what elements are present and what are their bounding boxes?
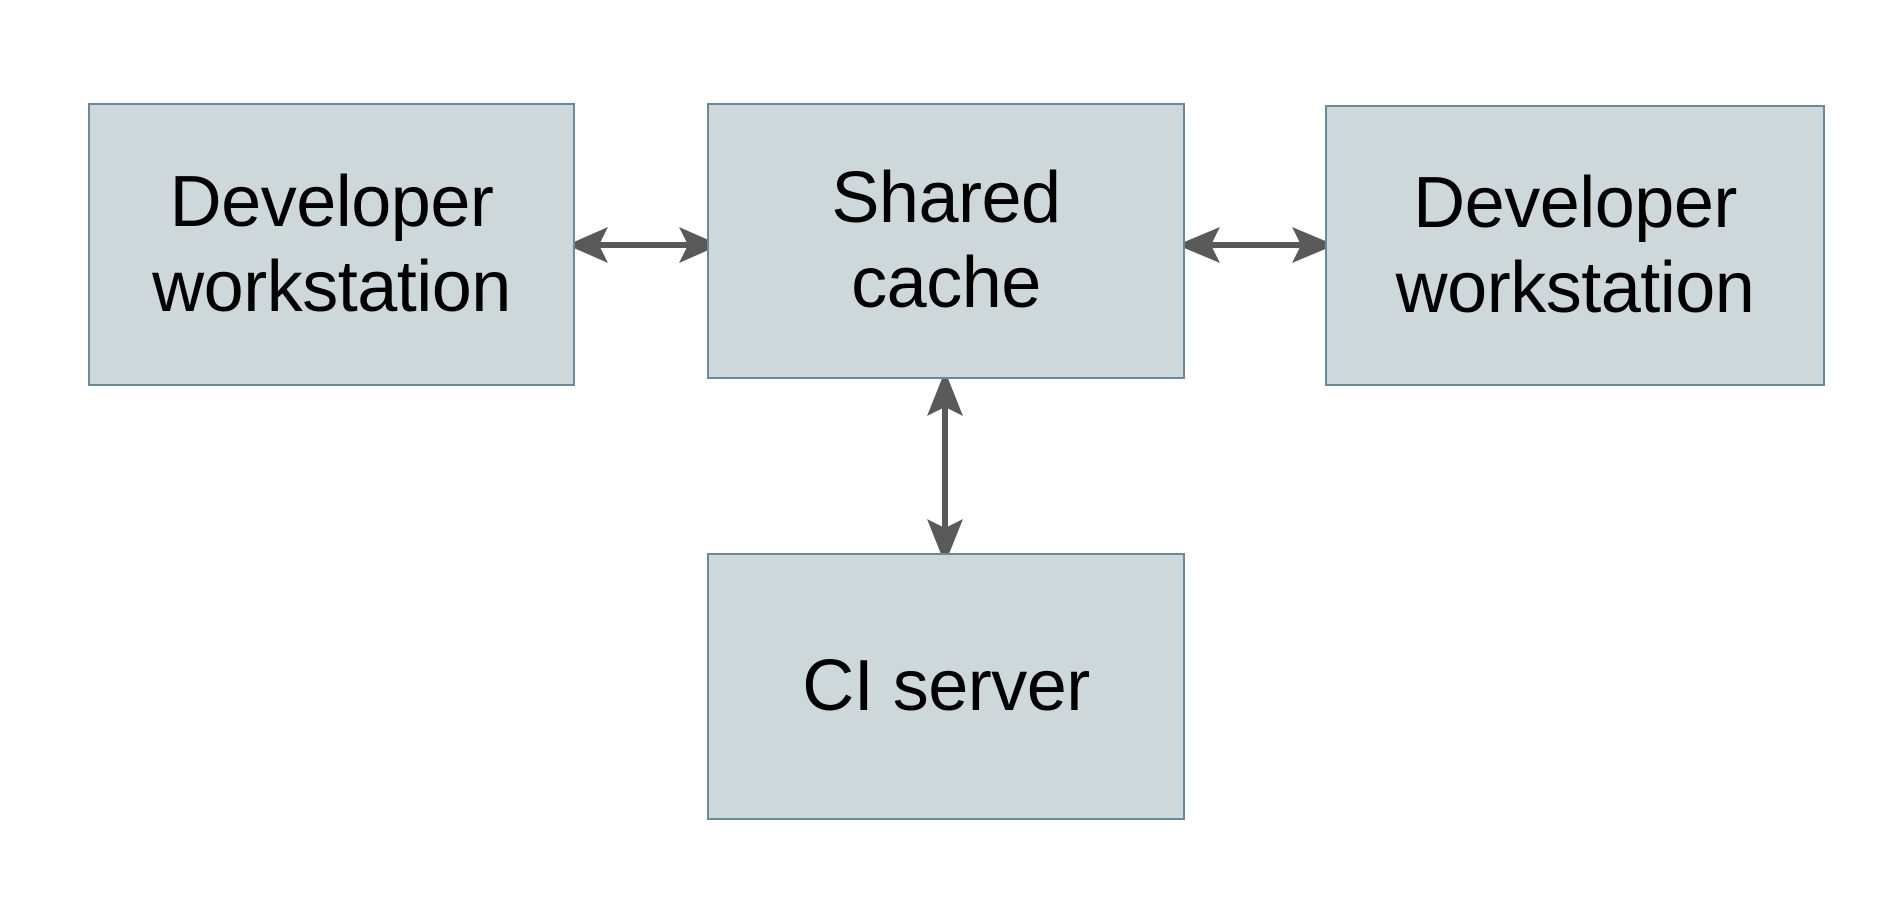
node-label: Shared cache	[831, 158, 1061, 323]
node-shared-cache[interactable]: Shared cache	[707, 103, 1185, 379]
node-label: CI server	[802, 646, 1090, 727]
connector-ci-server-to-shared-cache	[927, 371, 963, 564]
node-developer-workstation-right[interactable]: Developer workstation	[1325, 105, 1825, 386]
node-label: Developer workstation	[152, 161, 511, 327]
node-ci-server[interactable]: CI server	[707, 553, 1185, 820]
connector-shared-cache-to-dev-right	[1177, 227, 1335, 263]
connector-dev-left-to-shared-cache	[567, 227, 720, 263]
node-developer-workstation-left[interactable]: Developer workstation	[88, 103, 575, 386]
node-label: Developer workstation	[1395, 162, 1755, 328]
